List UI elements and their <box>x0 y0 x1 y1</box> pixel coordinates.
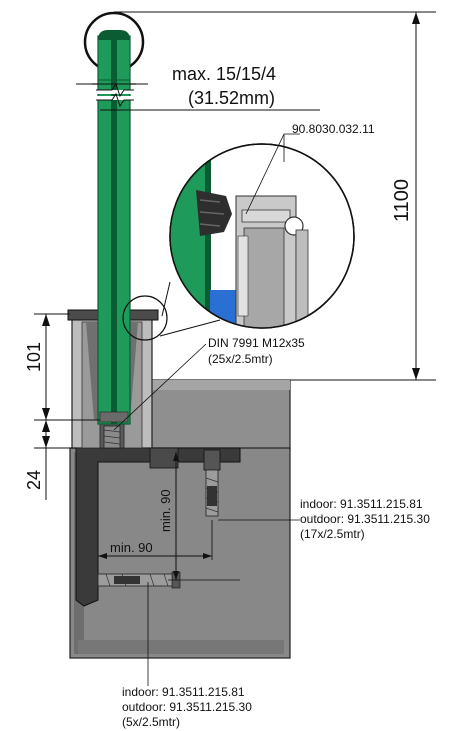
side-anchor-outdoor: outdoor: 91.3511.215.30 <box>300 512 430 526</box>
height-dimension: 1100 <box>114 11 436 381</box>
glass-max-label: max. 15/15/4 <box>172 64 276 84</box>
bottom-anchor-callout: indoor: 91.3511.215.81 outdoor: 91.3511.… <box>122 582 252 729</box>
min-vertical-label: min. 90 <box>158 489 173 532</box>
side-anchor-callout: indoor: 91.3511.215.81 outdoor: 91.3511.… <box>218 497 430 541</box>
screw-qty-label: (25x/2.5mtr) <box>208 352 273 366</box>
bottom-anchor-qty: (5x/2.5mtr) <box>122 715 180 729</box>
base-offset-label: 24 <box>24 470 44 490</box>
clip-code-label: 90.8030.032.11 <box>292 122 375 136</box>
glass-panel <box>92 35 136 425</box>
screw <box>103 425 121 449</box>
min-vertical-dimension: min. 90 <box>158 452 240 581</box>
glass-thickness-dimension: max. 15/15/4 (31.52mm) <box>76 64 320 111</box>
height-total-label: 1100 <box>391 179 413 222</box>
top-detail-circle <box>83 11 145 81</box>
side-anchor-qty: (17x/2.5mtr) <box>300 527 365 541</box>
concrete-slab <box>69 379 291 659</box>
screw-callout: DIN 7991 M12x35 (25x/2.5mtr) <box>113 336 305 431</box>
post-height-label: 101 <box>24 342 44 372</box>
detail-marker-circle <box>122 295 168 341</box>
min-horizontal-label: min. 90 <box>110 540 153 555</box>
post-height-dimension: 101 <box>24 313 100 421</box>
min-horizontal-dimension: min. 90 <box>98 520 213 560</box>
base-profile <box>75 447 241 607</box>
clip-callout: 90.8030.032.11 <box>245 122 375 215</box>
screw-name-label: DIN 7991 M12x35 <box>208 336 305 350</box>
bottom-anchor <box>97 571 181 589</box>
glass-max-mm-label: (31.52mm) <box>188 88 275 108</box>
side-anchor <box>203 449 221 517</box>
bottom-anchor-indoor: indoor: 91.3511.215.81 <box>122 685 245 699</box>
zoom-detail <box>159 143 355 337</box>
base-offset-dimension: 24 <box>24 420 76 500</box>
side-anchor-indoor: indoor: 91.3511.215.81 <box>300 497 423 511</box>
bottom-anchor-outdoor: outdoor: 91.3511.215.30 <box>122 700 252 714</box>
